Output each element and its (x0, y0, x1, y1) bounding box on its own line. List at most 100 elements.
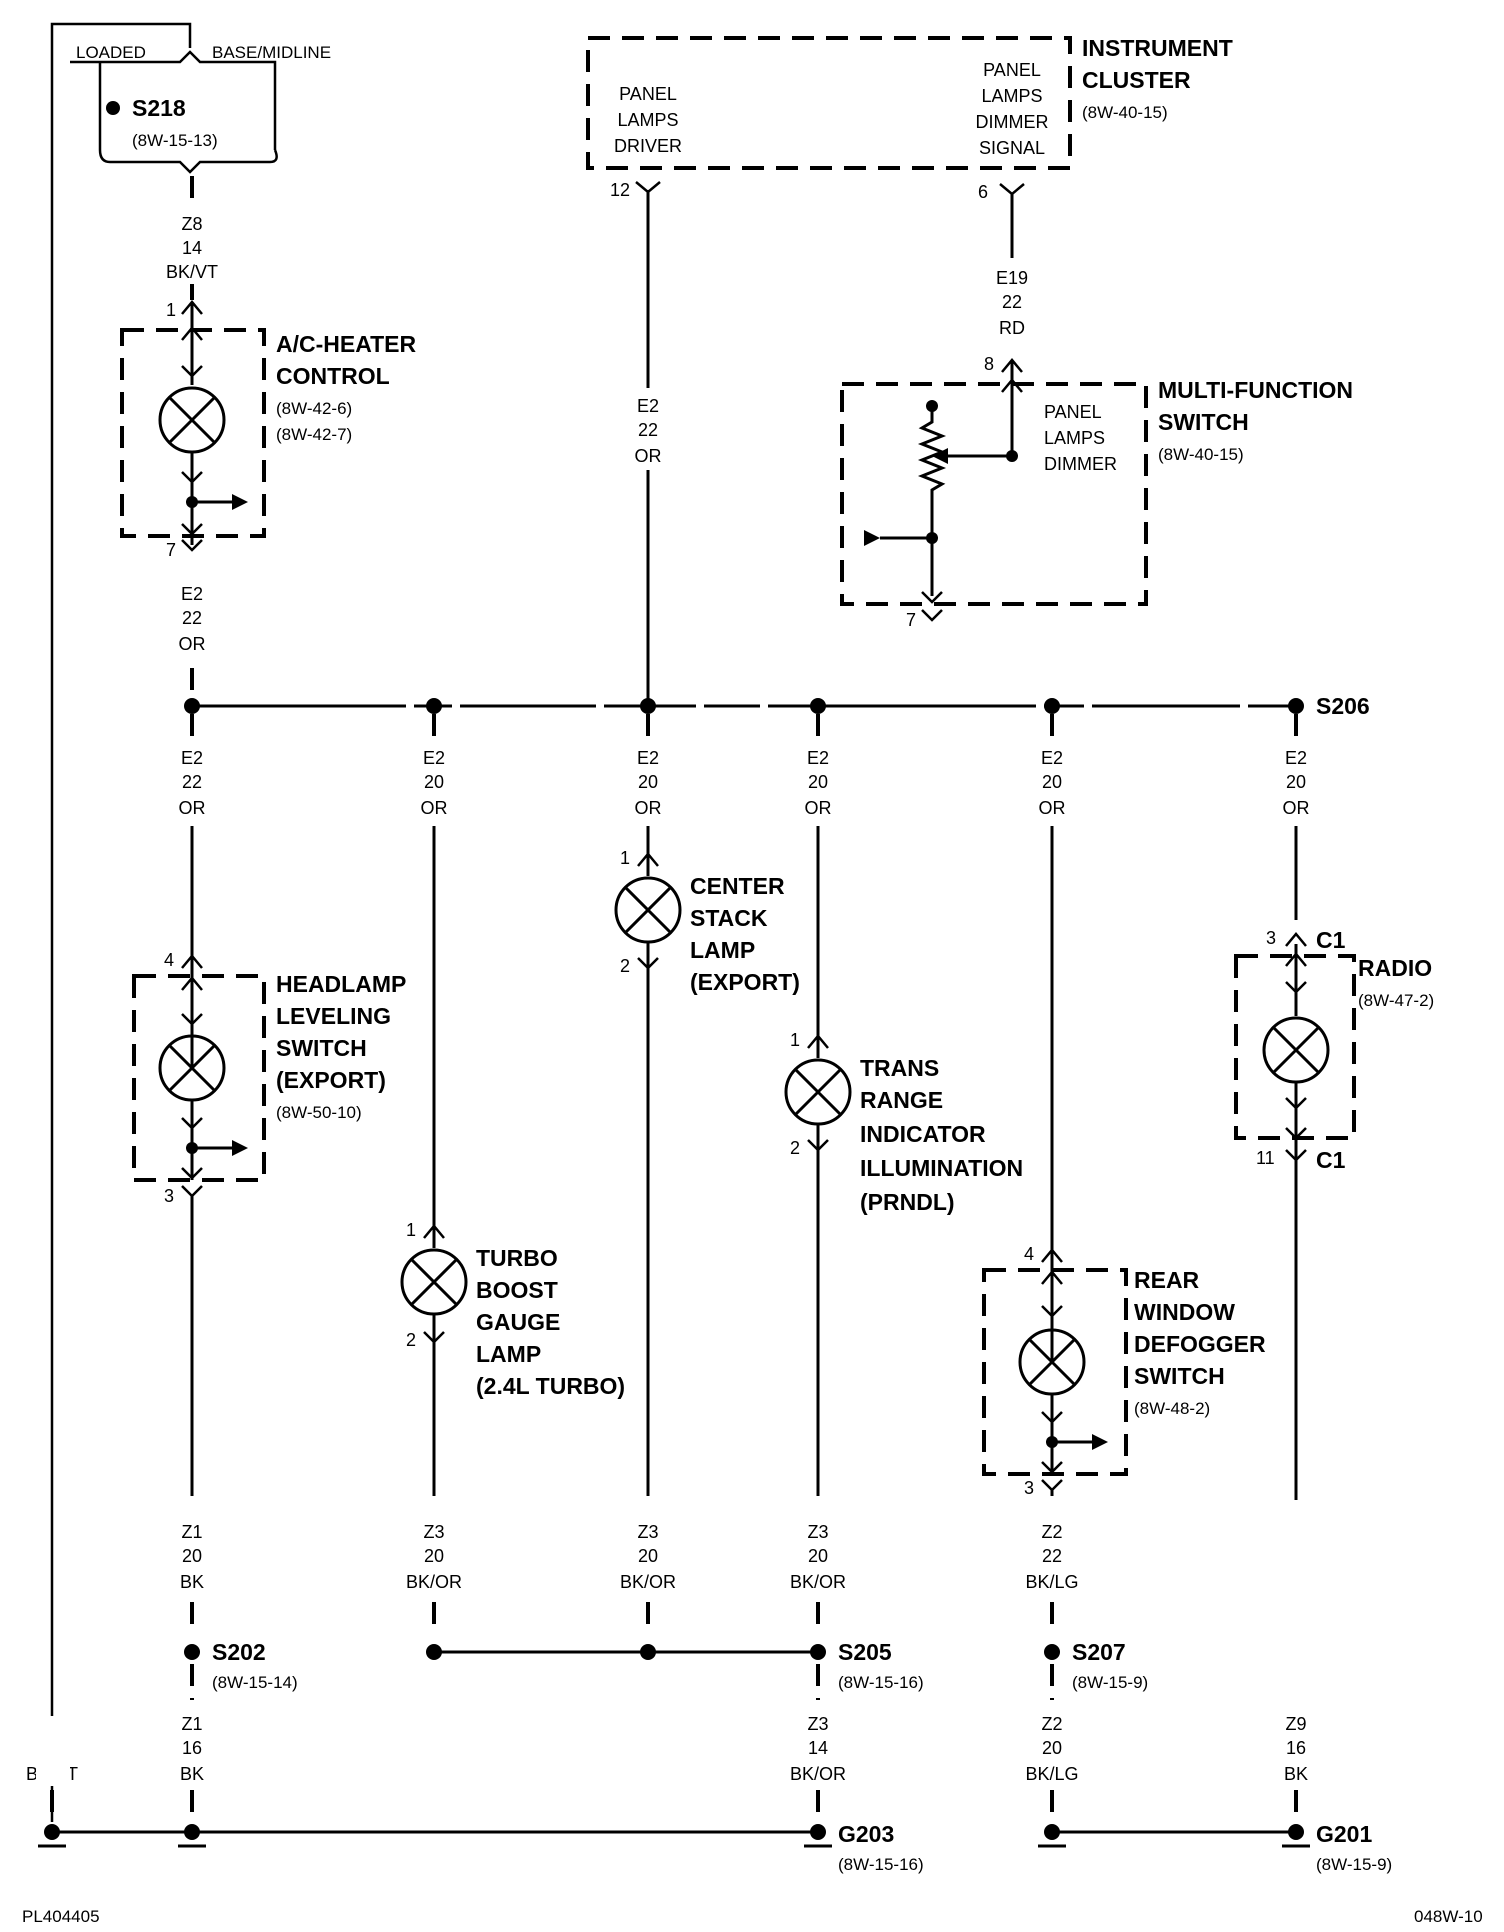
svg-text:Z3: Z3 (807, 1522, 828, 1542)
svg-text:BK/LG: BK/LG (1025, 1764, 1078, 1784)
turbo-boost-gauge-lamp: 1 2 TURBO BOOST GAUGE LAMP (2.4L TURBO) (400, 826, 625, 1500)
svg-text:16: 16 (182, 1738, 202, 1758)
svg-text:1: 1 (620, 848, 630, 868)
svg-text:HEADLAMP: HEADLAMP (276, 971, 406, 997)
svg-text:CENTER: CENTER (690, 873, 785, 899)
svg-text:(8W-42-6): (8W-42-6) (276, 399, 352, 418)
svg-text:(8W-48-2): (8W-48-2) (1134, 1399, 1210, 1418)
svg-text:INDICATOR: INDICATOR (860, 1121, 986, 1147)
svg-text:Z3: Z3 (807, 1714, 828, 1734)
svg-text:DRIVER: DRIVER (614, 136, 682, 156)
svg-text:LAMPS: LAMPS (1044, 428, 1105, 448)
svg-text:BK: BK (180, 1572, 204, 1592)
svg-text:DIMMER: DIMMER (1044, 454, 1117, 474)
svg-text:(2.4L TURBO): (2.4L TURBO) (476, 1373, 625, 1399)
svg-text:3: 3 (164, 1186, 174, 1206)
svg-text:20: 20 (638, 1546, 658, 1566)
multi-function-switch: 8 7 PANEL LAMPS DIMMER MULTI-FUNCTION SW… (840, 354, 1353, 630)
svg-text:20: 20 (1286, 772, 1306, 792)
s218-ref: (8W-15-13) (132, 131, 218, 150)
svg-text:20: 20 (1042, 1738, 1062, 1758)
svg-text:(8W-15-9): (8W-15-9) (1072, 1673, 1148, 1692)
svg-text:E2: E2 (1285, 748, 1307, 768)
ac-heater-title-2: CONTROL (276, 363, 390, 389)
svg-text:20: 20 (1042, 772, 1062, 792)
svg-text:(8W-15-14): (8W-15-14) (212, 1673, 298, 1692)
svg-text:20: 20 (424, 772, 444, 792)
svg-text:SWITCH: SWITCH (1158, 409, 1249, 435)
splice-s206-bus: S206 (184, 693, 1370, 719)
svg-text:BK: BK (1284, 1764, 1308, 1784)
svg-text:PANEL: PANEL (983, 60, 1041, 80)
svg-text:PANEL: PANEL (1044, 402, 1102, 422)
svg-text:Z8: Z8 (181, 214, 202, 234)
svg-text:OR: OR (1283, 798, 1310, 818)
svg-text:BOOST: BOOST (476, 1277, 558, 1303)
svg-text:22: 22 (182, 608, 202, 628)
svg-text:OR: OR (805, 798, 832, 818)
svg-text:1: 1 (166, 300, 176, 320)
svg-text:MULTI-FUNCTION: MULTI-FUNCTION (1158, 377, 1353, 403)
svg-text:(EXPORT): (EXPORT) (690, 969, 800, 995)
svg-text:16: 16 (1286, 1738, 1306, 1758)
svg-text:BK/LG: BK/LG (1025, 1572, 1078, 1592)
wire-e2-22-driver: E2 22 OR (630, 388, 666, 470)
svg-text:PANEL: PANEL (619, 84, 677, 104)
loaded-label: LOADED (76, 43, 146, 62)
svg-text:G203: G203 (838, 1821, 894, 1847)
svg-text:7: 7 (166, 540, 176, 560)
svg-text:RANGE: RANGE (860, 1087, 943, 1113)
svg-text:DEFOGGER: DEFOGGER (1134, 1331, 1266, 1357)
svg-text:2: 2 (620, 956, 630, 976)
svg-text:20: 20 (808, 772, 828, 792)
svg-text:E2: E2 (181, 748, 203, 768)
potentiometer-icon (917, 406, 947, 596)
svg-text:E2: E2 (637, 396, 659, 416)
svg-text:14: 14 (808, 1738, 828, 1758)
svg-text:2: 2 (406, 1330, 416, 1350)
svg-text:BK/OR: BK/OR (790, 1572, 846, 1592)
svg-text:22: 22 (1042, 1546, 1062, 1566)
svg-text:E2: E2 (181, 584, 203, 604)
svg-text:LEVELING: LEVELING (276, 1003, 391, 1029)
svg-text:20: 20 (182, 1546, 202, 1566)
bottom-wire-labels: Z8 14 BK/VT Z1 16 BK Z3 14 BK/OR Z2 20 B… (26, 1714, 1308, 1816)
svg-text:Z1: Z1 (181, 1714, 202, 1734)
svg-text:(8W-40-15): (8W-40-15) (1158, 445, 1244, 464)
svg-text:LAMPS: LAMPS (617, 110, 678, 130)
svg-text:ILLUMINATION: ILLUMINATION (860, 1155, 1023, 1181)
svg-text:S202: S202 (212, 1639, 266, 1665)
branch-wires: E2 22 OR E2 20 OR E2 20 OR E2 20 OR E2 2… (179, 714, 1310, 818)
svg-text:LAMP: LAMP (690, 937, 755, 963)
svg-text:S207: S207 (1072, 1639, 1126, 1665)
svg-text:GAUGE: GAUGE (476, 1309, 560, 1335)
svg-text:22: 22 (182, 772, 202, 792)
svg-text:2: 2 (790, 1138, 800, 1158)
svg-text:1: 1 (790, 1030, 800, 1050)
wire-z8-top: Z8 14 BK/VT (166, 214, 218, 300)
footer-right: 048W-10 (1414, 1907, 1483, 1926)
svg-text:RADIO: RADIO (1358, 955, 1432, 981)
svg-text:(8W-15-16): (8W-15-16) (838, 1673, 924, 1692)
svg-text:SWITCH: SWITCH (1134, 1363, 1225, 1389)
base-midline-label: BASE/MIDLINE (212, 43, 331, 62)
lower-wire-labels: Z1 20 BK Z3 20 BK/OR Z3 20 BK/OR Z3 20 B… (170, 1514, 1080, 1598)
svg-text:E19: E19 (996, 268, 1028, 288)
svg-text:3: 3 (1024, 1478, 1034, 1498)
ac-heater-control: 1 7 A/C-HEATER CONTROL (8W-42-6) (8W-42-… (120, 300, 417, 560)
svg-text:Z2: Z2 (1041, 1522, 1062, 1542)
svg-text:22: 22 (638, 420, 658, 440)
svg-text:BK/OR: BK/OR (790, 1764, 846, 1784)
svg-text:E2: E2 (1041, 748, 1063, 768)
svg-text:Z1: Z1 (181, 1522, 202, 1542)
svg-text:BK/VT: BK/VT (166, 262, 218, 282)
svg-text:Z2: Z2 (1041, 1714, 1062, 1734)
svg-text:E2: E2 (423, 748, 445, 768)
svg-text:CLUSTER: CLUSTER (1082, 67, 1191, 93)
svg-text:8: 8 (984, 354, 994, 374)
svg-text:20: 20 (424, 1546, 444, 1566)
ground-bus: G203 (8W-15-16) G201 (8W-15-9) (36, 1716, 1392, 1874)
svg-text:STACK: STACK (690, 905, 768, 931)
svg-text:TURBO: TURBO (476, 1245, 558, 1271)
